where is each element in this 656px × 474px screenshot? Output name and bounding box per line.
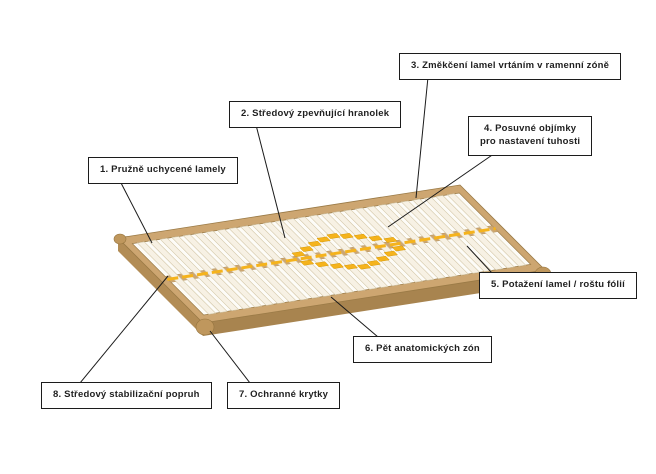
firmness-slider-clips [291, 233, 407, 270]
label-foil-covered-slats: 5. Potažení lamel / roštu fólií [479, 272, 637, 299]
label-softened-slats-shoulder-zone: 3. Změkčení lamel vrtáním v ramenní zóně [399, 53, 622, 80]
label-central-stabilizing-strap: 8. Středový stabilizační popruh [41, 382, 212, 409]
label-five-anatomical-zones: 6. Pět anatomických zón [353, 336, 492, 363]
label-central-reinforcing-rail: 2. Středový zpevňující hranolek [229, 101, 402, 128]
label-sliding-firmness-clips: 4. Posuvné objímky pro nastavení tuhosti [468, 116, 593, 156]
label-protective-caps: 7. Ochranné krytky [227, 382, 341, 409]
central-stabilizing-strap [167, 227, 496, 281]
leader-lines [79, 76, 499, 384]
label-flexibly-mounted-slats: 1. Pružně uchycené lamely [88, 157, 238, 184]
